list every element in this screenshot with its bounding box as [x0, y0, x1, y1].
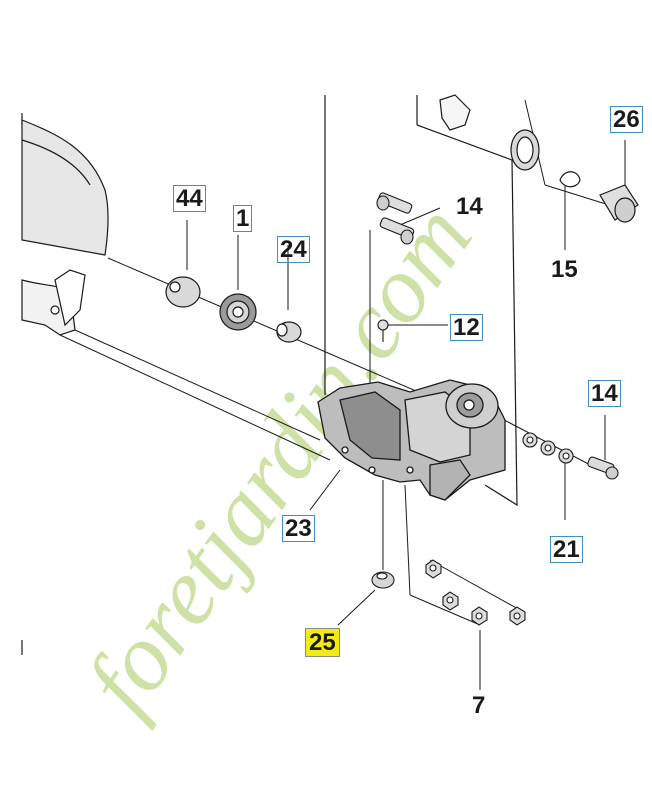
washers-21 — [522, 432, 619, 480]
spring-assembly — [439, 94, 639, 223]
callout-44: 44 — [173, 185, 206, 212]
callout-14-top: 14 — [456, 193, 483, 220]
callout-7: 7 — [472, 692, 486, 719]
callout-26: 26 — [610, 106, 643, 133]
callout-21: 21 — [550, 536, 583, 563]
callout-14-right: 14 — [588, 380, 621, 407]
callout-23: 23 — [282, 515, 315, 542]
axis-parts — [165, 276, 302, 343]
bolts-14-top — [376, 192, 415, 245]
callout-15: 15 — [551, 256, 578, 283]
frame-lines — [21, 95, 518, 507]
main-bracket — [317, 379, 506, 501]
callout-25: 25 — [305, 628, 340, 657]
screw-12 — [377, 319, 389, 342]
callout-12: 12 — [450, 314, 483, 341]
callout-24: 24 — [277, 236, 310, 263]
engine-housing — [21, 119, 109, 336]
nuts — [371, 559, 526, 626]
callout-1: 1 — [233, 205, 253, 232]
